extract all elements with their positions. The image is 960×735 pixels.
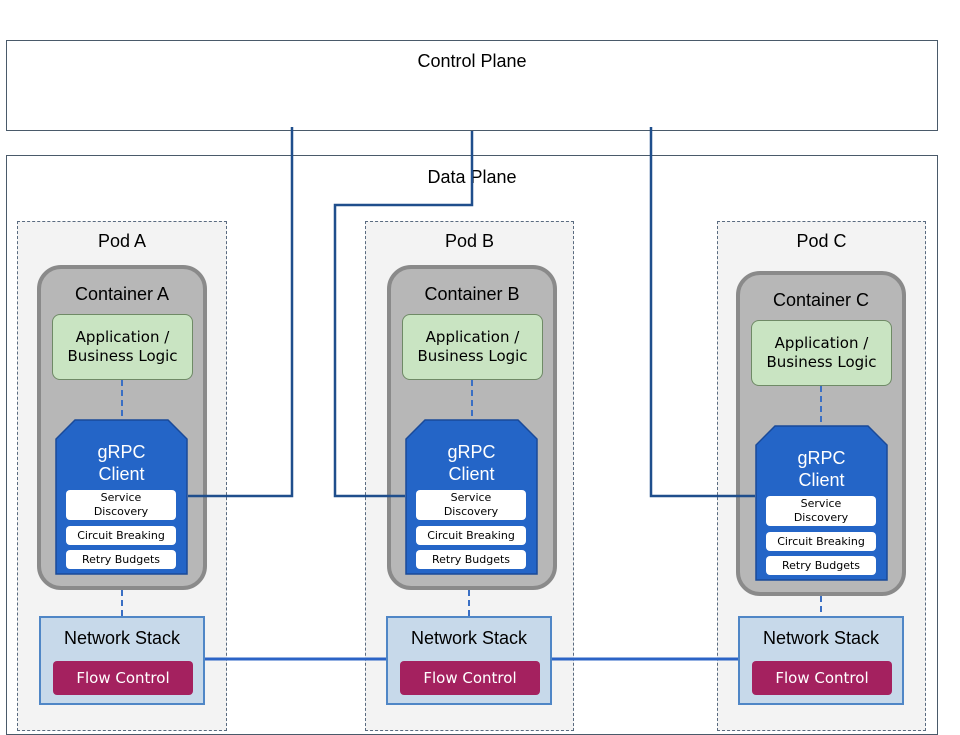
network-stack-title: Network Stack — [762, 628, 880, 648]
application-business-logic: Application / Business Logic — [402, 314, 543, 380]
container-title: Container A — [74, 284, 170, 304]
retry-budgets: Retry Budgets — [416, 550, 526, 569]
app-line-2: Business Logic — [766, 353, 877, 371]
service-discovery: Service Discovery — [66, 490, 176, 520]
network-stack-b: Network Stack Flow Control — [386, 616, 552, 705]
service-discovery: Service Discovery — [416, 490, 526, 520]
data-plane-title: Data Plane — [427, 167, 517, 187]
circuit-breaking: Circuit Breaking — [66, 526, 176, 545]
service-discovery: Service Discovery — [766, 496, 876, 526]
container-title: Container C — [772, 290, 870, 310]
control-plane-title: Control Plane — [417, 51, 527, 71]
application-business-logic: Application / Business Logic — [52, 314, 193, 380]
network-stack-c: Network Stack Flow Control — [738, 616, 904, 705]
control-plane: Control Plane — [6, 40, 938, 131]
app-line-2: Business Logic — [67, 347, 178, 365]
app-line-1: Application / — [425, 328, 520, 346]
flow-control: Flow Control — [752, 661, 892, 695]
application-business-logic: Application / Business Logic — [751, 320, 892, 386]
circuit-breaking: Circuit Breaking — [766, 532, 876, 551]
network-stack-title: Network Stack — [63, 628, 181, 648]
app-line-2: Business Logic — [417, 347, 528, 365]
pod-title: Pod A — [97, 231, 147, 251]
flow-control: Flow Control — [400, 661, 540, 695]
retry-budgets: Retry Budgets — [66, 550, 176, 569]
circuit-breaking: Circuit Breaking — [416, 526, 526, 545]
network-stack-a: Network Stack Flow Control — [39, 616, 205, 705]
network-stack-title: Network Stack — [410, 628, 528, 648]
retry-budgets: Retry Budgets — [766, 556, 876, 575]
pod-title: Pod B — [444, 231, 495, 251]
container-title: Container B — [424, 284, 520, 304]
pod-title: Pod C — [796, 231, 847, 251]
app-line-1: Application / — [75, 328, 170, 346]
app-line-1: Application / — [774, 334, 869, 352]
flow-control: Flow Control — [53, 661, 193, 695]
